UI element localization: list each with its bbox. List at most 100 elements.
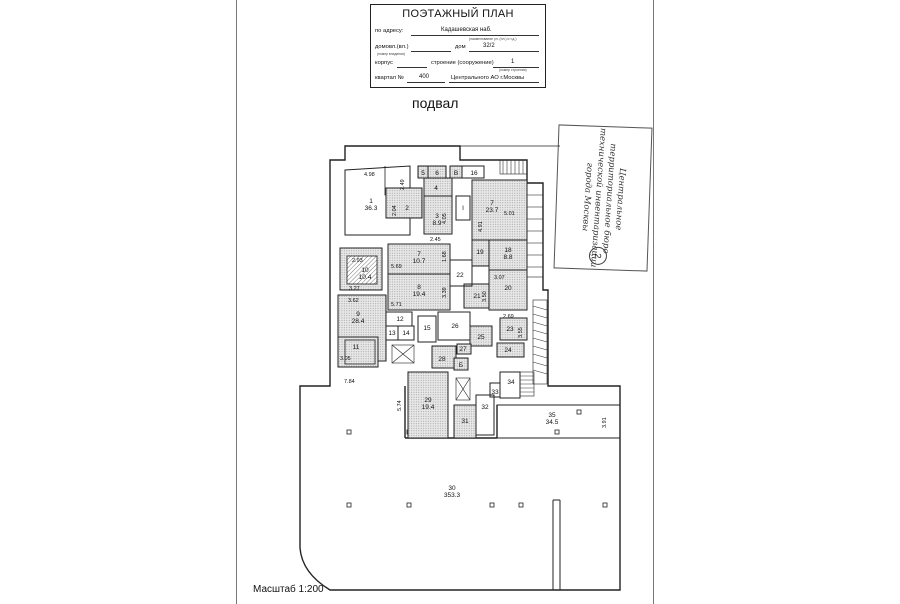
dimension: 2.69 bbox=[503, 314, 514, 320]
stroenie-hint: (номер строения) bbox=[499, 68, 527, 72]
address-line bbox=[411, 35, 539, 36]
room-label: 12 bbox=[396, 316, 404, 323]
room-label: 8 bbox=[417, 284, 421, 291]
dimension: 7.84 bbox=[344, 379, 355, 385]
room-area: 8.9 bbox=[432, 220, 441, 227]
dimension: 3.07 bbox=[494, 275, 505, 281]
address-hint: (наименование ул. (пл.) и т.д.) bbox=[469, 37, 517, 41]
room-label: 6 bbox=[435, 170, 439, 177]
room-area: 10.7 bbox=[413, 258, 426, 265]
room-label: 33 bbox=[491, 389, 499, 396]
room-7a bbox=[471, 179, 528, 241]
room-24 bbox=[496, 342, 525, 358]
dimension: 2.04 bbox=[392, 205, 398, 216]
domovl-label: домовл.(вл.) bbox=[375, 44, 409, 50]
room-15 bbox=[417, 315, 437, 343]
dom-label: дом bbox=[455, 44, 466, 50]
room-label: 3 bbox=[435, 213, 439, 220]
room-label: 31 bbox=[461, 418, 469, 425]
room-3 bbox=[423, 195, 453, 235]
korpus-label: корпус bbox=[375, 60, 393, 66]
dimension: 3.62 bbox=[348, 298, 359, 304]
korpus-line bbox=[397, 67, 427, 68]
stroenie-value: 1 bbox=[511, 59, 515, 65]
room-22 bbox=[449, 259, 473, 287]
room-label: 30 bbox=[448, 485, 456, 492]
room-label: 9 bbox=[356, 311, 360, 318]
room-label: 25 bbox=[477, 334, 485, 341]
room-label: В bbox=[454, 170, 458, 177]
stroenie-line bbox=[493, 67, 539, 68]
room-1 bbox=[344, 165, 411, 236]
domovl-line bbox=[411, 51, 451, 52]
room-label: 22 bbox=[456, 272, 464, 279]
dimension: 3.39 bbox=[442, 287, 448, 298]
district-line bbox=[449, 82, 539, 83]
room-area: 353.3 bbox=[444, 492, 461, 499]
dimension: 3.05 bbox=[340, 356, 351, 362]
room-32 bbox=[475, 394, 495, 436]
column bbox=[346, 429, 352, 435]
dom-value: 32/2 bbox=[483, 43, 495, 49]
room-8 bbox=[387, 273, 451, 311]
district-value: Центрального АО г.Москвы bbox=[451, 75, 525, 81]
room-29 bbox=[407, 371, 449, 439]
column bbox=[518, 502, 524, 508]
room-label: 2 bbox=[405, 205, 409, 212]
dimension-labels: 4.98 2.49 2.04 4.05 2.45 4.91 5.01 2.93 … bbox=[340, 172, 608, 428]
room-35 bbox=[496, 404, 621, 439]
room-18 bbox=[488, 239, 528, 271]
room-label: 27 bbox=[459, 346, 467, 353]
room-label: 7 bbox=[490, 200, 494, 207]
stroenie-label: строение (сооружение) bbox=[431, 60, 494, 66]
kvartal-value: 400 bbox=[419, 74, 430, 80]
dimension: 5.71 bbox=[391, 302, 402, 308]
room-area: 34.5 bbox=[546, 419, 559, 426]
room-label: 21 bbox=[473, 293, 481, 300]
room-I bbox=[455, 195, 471, 221]
room-6 bbox=[427, 165, 447, 179]
dimension: 5.74 bbox=[397, 400, 403, 411]
room-label: 29 bbox=[424, 397, 432, 404]
room-4 bbox=[423, 177, 453, 197]
room-label: 20 bbox=[504, 285, 512, 292]
dimension: 3.55 bbox=[518, 327, 524, 338]
address-value: Кадашевская наб. bbox=[441, 27, 492, 33]
room-label: 4 bbox=[434, 185, 438, 192]
column bbox=[346, 502, 352, 508]
room-labels: 1 36.3 2 3 8.9 4 5 6 7 23.7 7 10.7 8 19.… bbox=[352, 170, 559, 499]
dimension: 2.45 bbox=[430, 237, 441, 243]
column bbox=[602, 502, 608, 508]
kvartal-label: квартал № bbox=[375, 75, 404, 81]
dimension: 5.01 bbox=[504, 211, 515, 217]
column bbox=[406, 502, 412, 508]
room-label: 11 bbox=[353, 344, 360, 351]
room-21 bbox=[463, 283, 490, 309]
room-area: 23.7 bbox=[486, 207, 499, 214]
room-label: 32 bbox=[481, 404, 489, 411]
room-7b bbox=[387, 243, 451, 275]
room-label: 14 bbox=[402, 330, 410, 337]
room-area: 8.8 bbox=[503, 254, 512, 261]
room-label: 1 bbox=[369, 198, 373, 205]
pit-11 bbox=[344, 339, 376, 365]
scale-label: Масштаб 1:200 bbox=[253, 584, 324, 595]
dom-line bbox=[469, 51, 539, 52]
dimension: 4.91 bbox=[478, 221, 484, 232]
room-area: 19.4 bbox=[422, 404, 435, 411]
kvartal-line bbox=[407, 82, 445, 83]
room-label: 23 bbox=[506, 326, 514, 333]
pit-hatch bbox=[346, 255, 378, 285]
room-14 bbox=[397, 325, 415, 341]
room-label: 10 bbox=[361, 267, 369, 274]
room-label: Б bbox=[459, 362, 463, 369]
room-label: 16 bbox=[470, 170, 478, 177]
room-area: 19.4 bbox=[413, 291, 426, 298]
room-16 bbox=[461, 165, 485, 179]
column bbox=[554, 429, 560, 435]
room-26 bbox=[437, 311, 471, 341]
elevator-shaft bbox=[455, 377, 471, 401]
room-label: 28 bbox=[438, 356, 446, 363]
stairs bbox=[391, 159, 548, 401]
address-label: по адресу: bbox=[375, 28, 404, 34]
